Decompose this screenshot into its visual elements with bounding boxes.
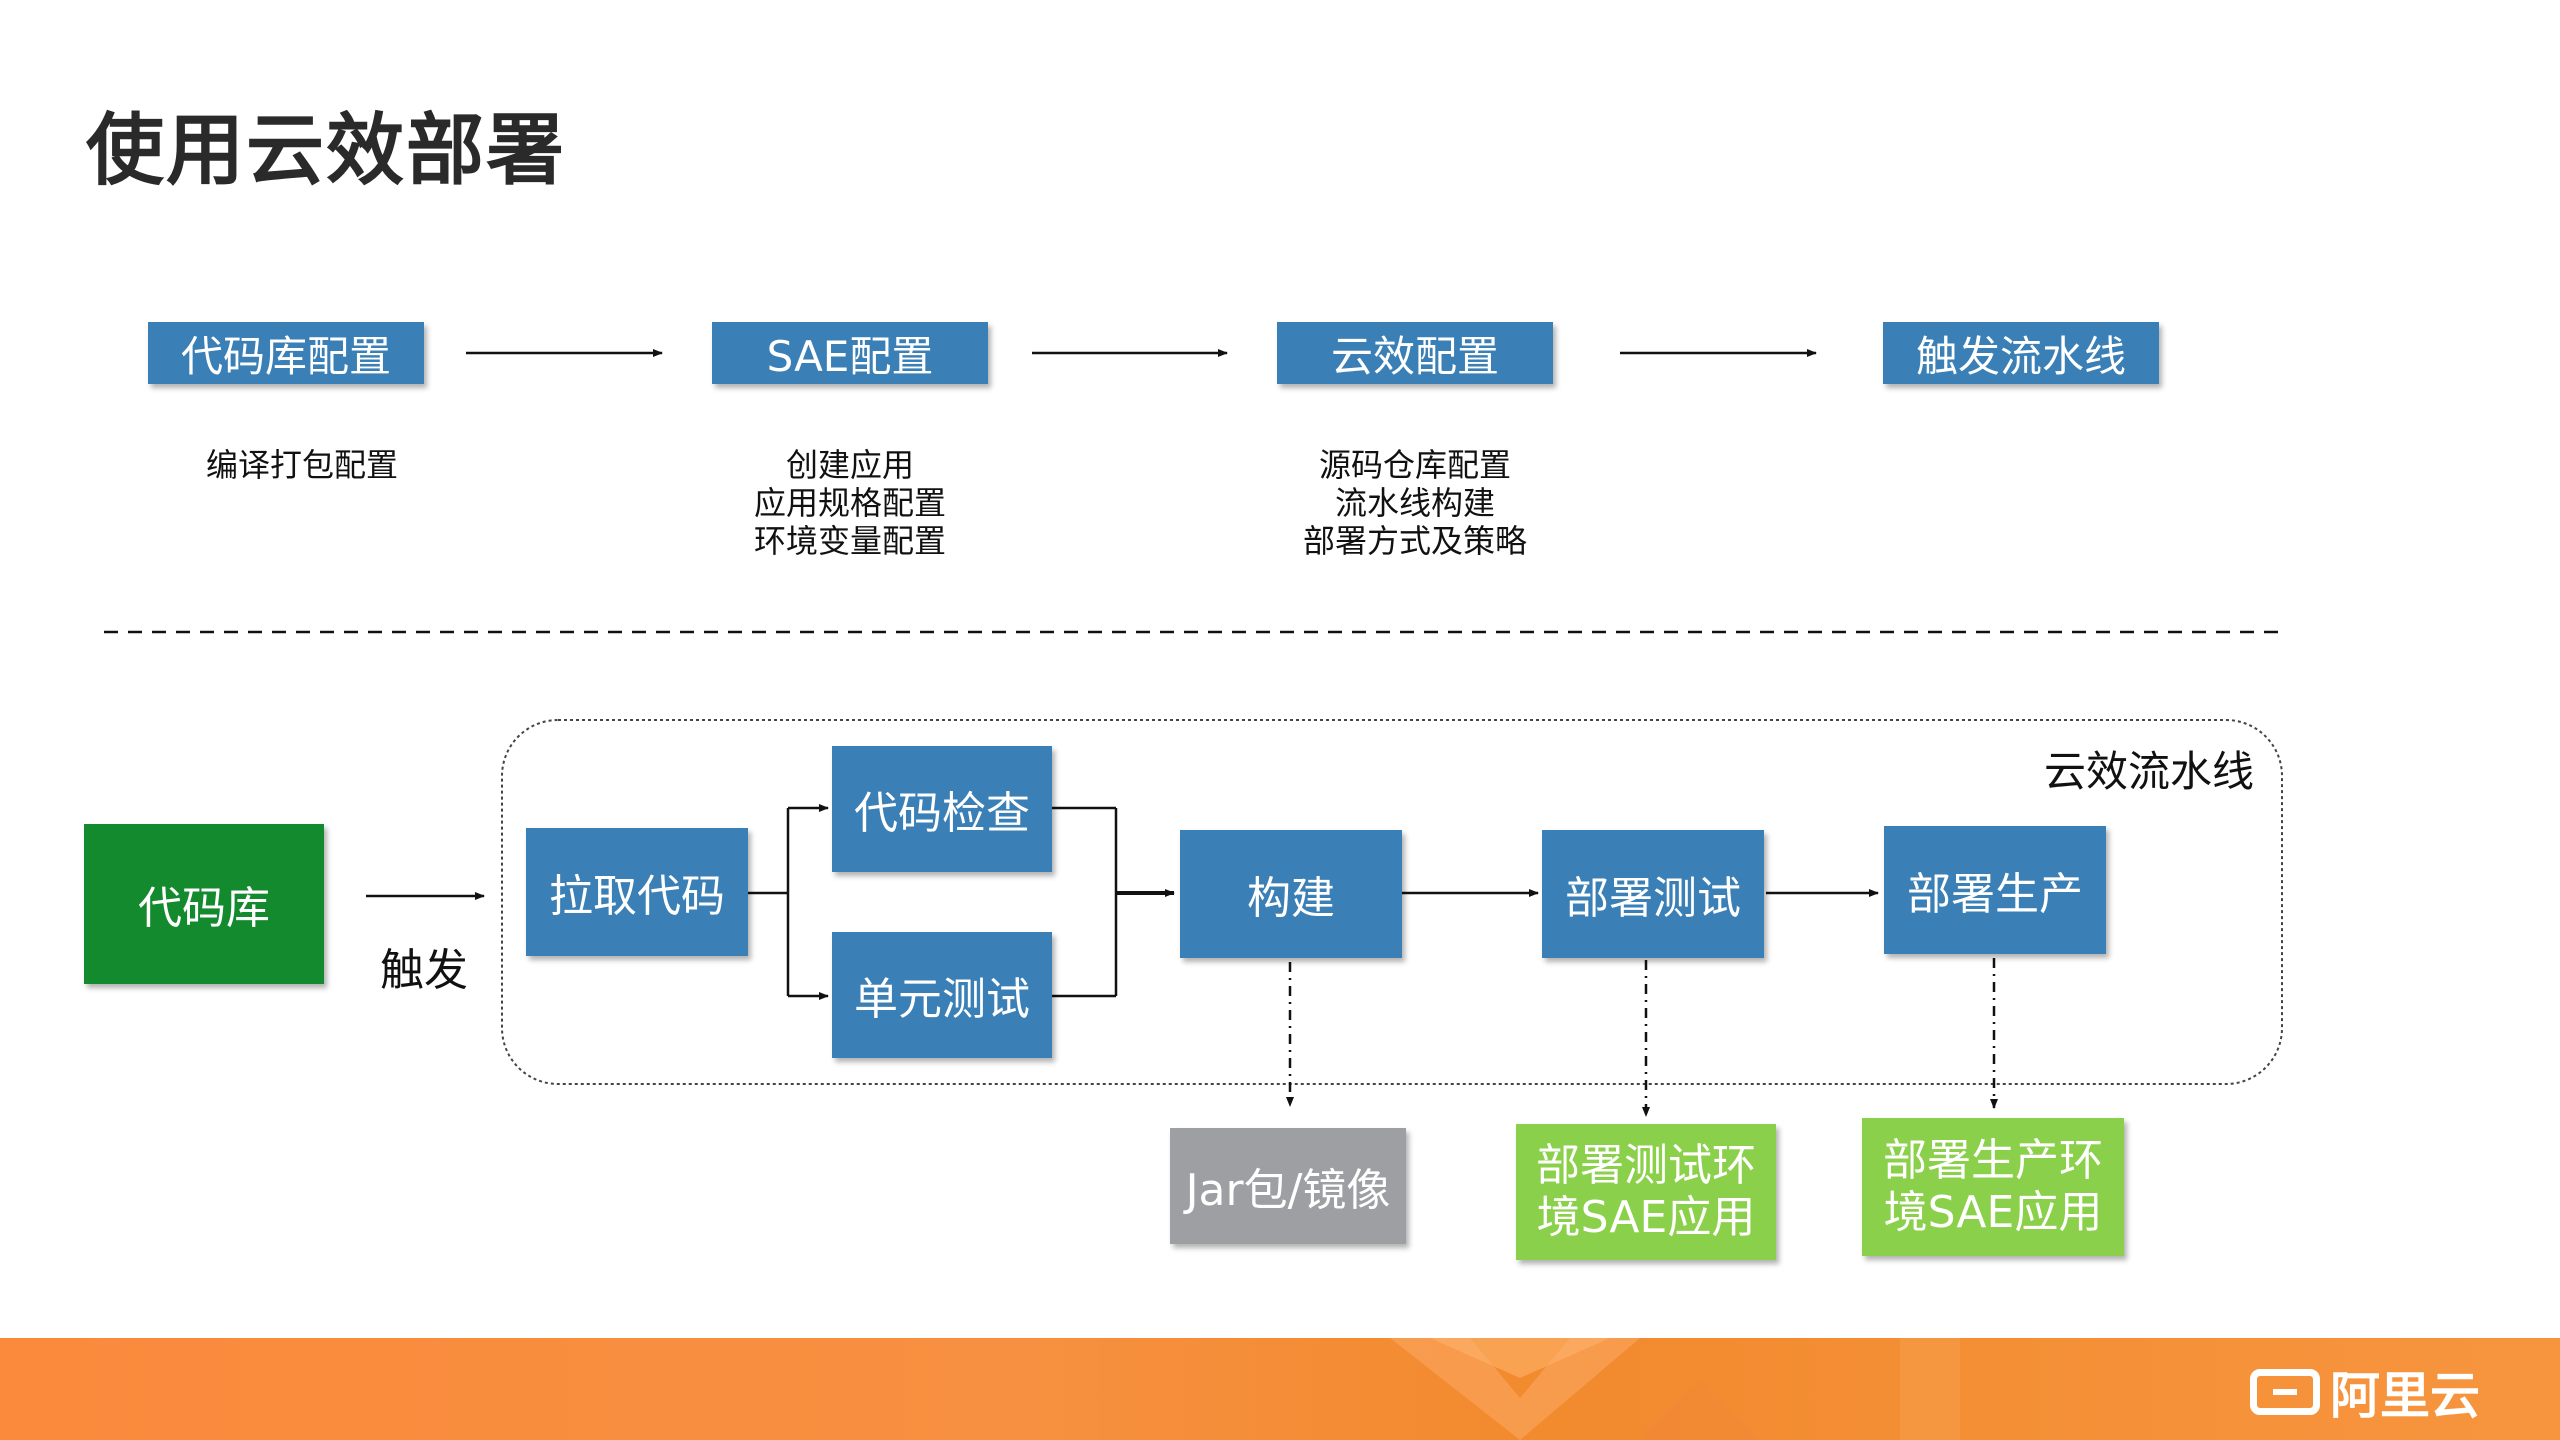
pipeline-label: 云效流水线 <box>2044 747 2255 796</box>
aliyun-logo-icon <box>2250 1369 2320 1415</box>
stage-deploy-prod: 部署生产 <box>1884 826 2106 954</box>
stage-unit-test: 单元测试 <box>832 932 1052 1058</box>
footer-pattern <box>1390 1338 1960 1440</box>
desc-line: 编译打包配置 <box>205 446 398 484</box>
test-env-line-2: 境SAE应用 <box>1536 1192 1756 1243</box>
prod-env-line-2: 境SAE应用 <box>1883 1187 2103 1238</box>
stage-pull-code: 拉取代码 <box>526 828 748 956</box>
sae-config-desc: 创建应用 应用规格配置 环境变量配置 <box>700 446 1000 560</box>
page-title: 使用云效部署 <box>86 106 567 196</box>
pipeline-container <box>501 719 2283 1085</box>
test-env-line-1: 部署测试环 <box>1536 1140 1756 1191</box>
repo-config-desc: 编译打包配置 <box>150 446 454 484</box>
brand-text: 阿里云 <box>2330 1367 2480 1425</box>
step-yunxiao-config: 云效配置 <box>1277 322 1553 384</box>
desc-line: 部署方式及策略 <box>1302 522 1527 560</box>
prod-env-line-1: 部署生产环 <box>1883 1135 2103 1186</box>
desc-line: 流水线构建 <box>1334 484 1495 522</box>
desc-line: 环境变量配置 <box>753 522 946 560</box>
desc-line: 应用规格配置 <box>753 484 946 522</box>
stage-build: 构建 <box>1180 830 1402 958</box>
step-sae-config: SAE配置 <box>712 322 988 384</box>
output-test-env: 部署测试环 境SAE应用 <box>1516 1124 1776 1260</box>
brand-logo: 阿里云 <box>2250 1356 2480 1428</box>
step-trigger-pipeline: 触发流水线 <box>1883 322 2159 384</box>
stage-code-check: 代码检查 <box>832 746 1052 872</box>
yunxiao-config-desc: 源码仓库配置 流水线构建 部署方式及策略 <box>1265 446 1565 560</box>
output-prod-env: 部署生产环 境SAE应用 <box>1862 1118 2124 1256</box>
repo-box: 代码库 <box>84 824 324 984</box>
stage-deploy-test: 部署测试 <box>1542 830 1764 958</box>
desc-line: 源码仓库配置 <box>1318 446 1511 484</box>
desc-line: 创建应用 <box>785 446 914 484</box>
trigger-label: 触发 <box>380 945 468 996</box>
output-artifact: Jar包/镜像 <box>1170 1128 1406 1244</box>
footer-bar: 阿里云 <box>0 1338 2560 1440</box>
step-repo-config: 代码库配置 <box>148 322 424 384</box>
